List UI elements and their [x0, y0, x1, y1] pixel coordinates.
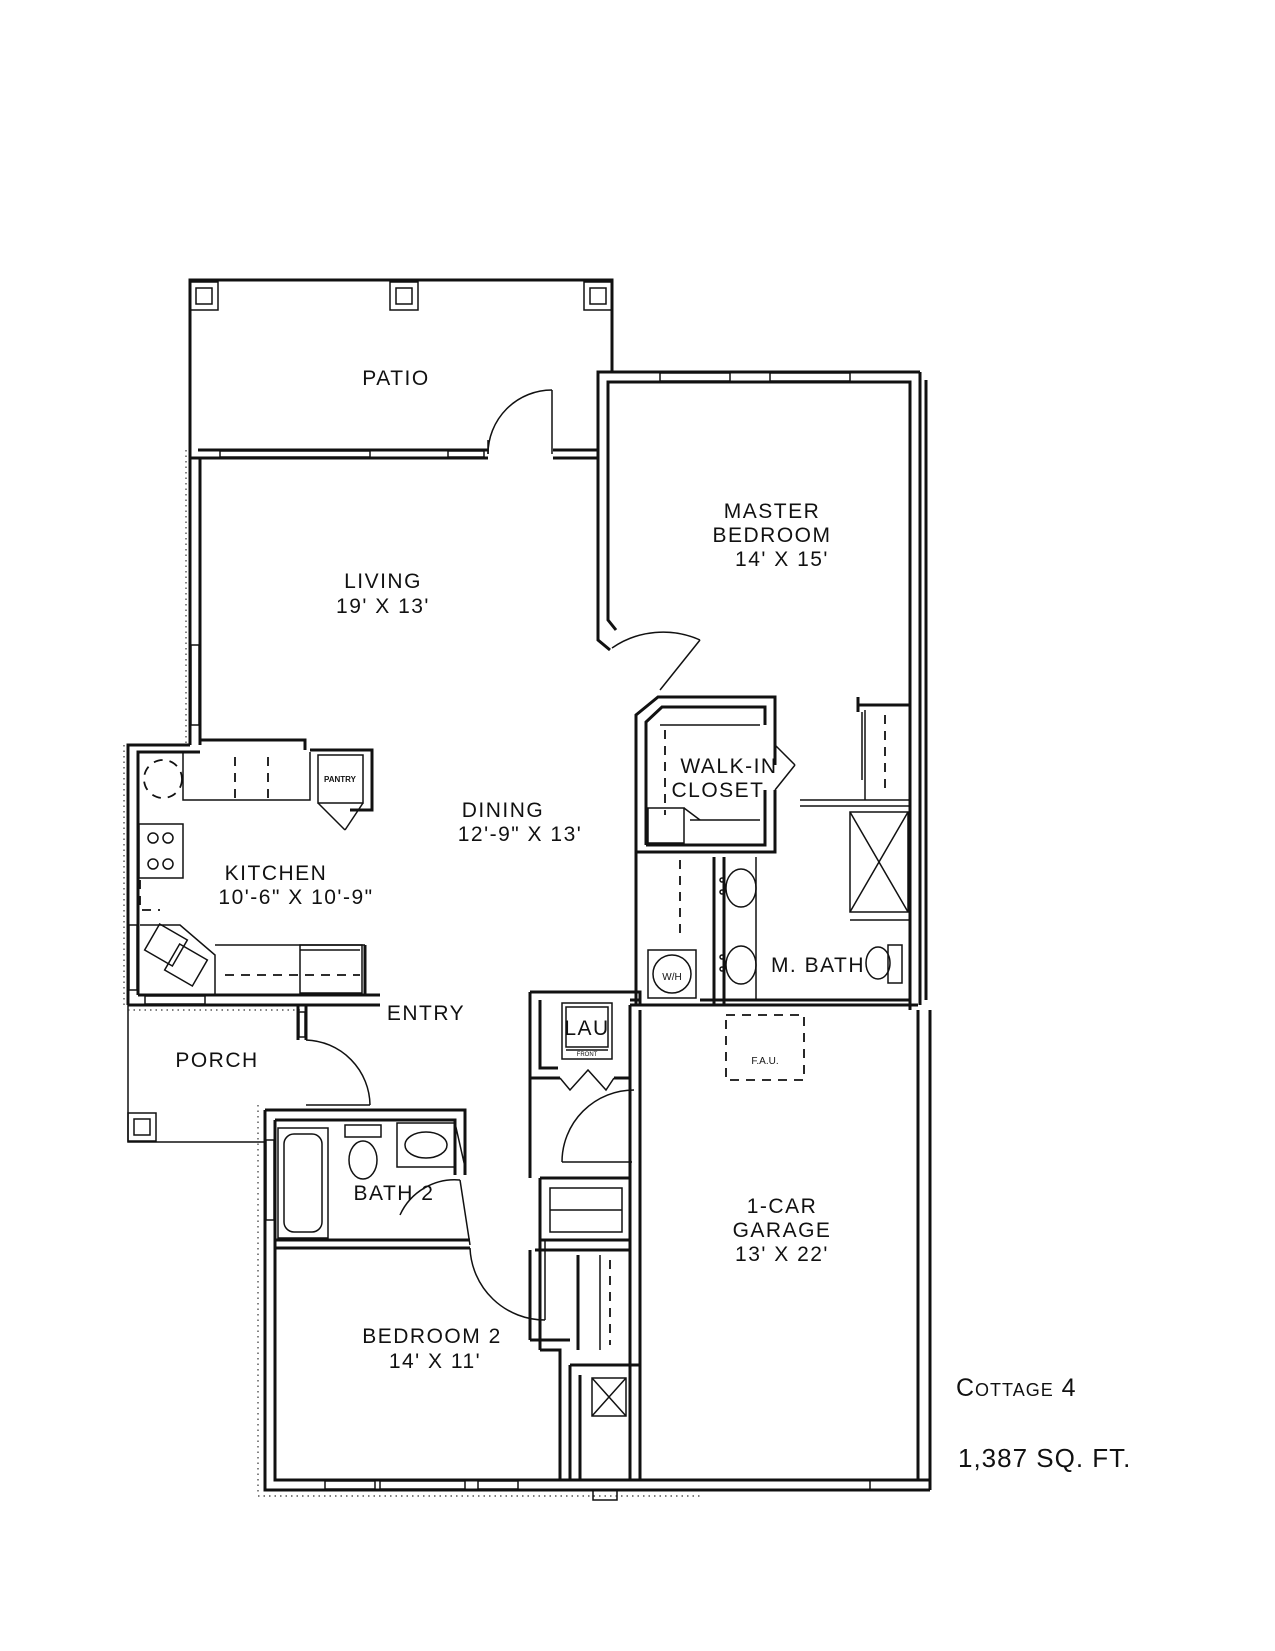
utility-closets	[528, 852, 700, 1092]
bath-2-fixtures	[265, 1108, 471, 1250]
master-bath-label: M. BATH	[771, 954, 865, 977]
bath-2-label: BATH 2	[354, 1182, 435, 1205]
patio-area	[188, 278, 614, 450]
dining-size: 12'-9" X 13'	[458, 823, 583, 846]
exterior-walls	[123, 370, 932, 1501]
bedroom-2-label: BEDROOM 2	[362, 1325, 502, 1348]
patio-label: PATIO	[362, 367, 429, 390]
garage-size: 13' X 22'	[735, 1243, 829, 1266]
plan-title: Cottage 4	[956, 1374, 1077, 1402]
garage-walls	[535, 1003, 918, 1480]
laundry-label: LAU	[564, 1017, 609, 1040]
kitchen-label: KITCHEN	[225, 862, 328, 885]
master-bedroom-label-line1: MASTER	[724, 500, 821, 523]
fau-label: F.A.U.	[751, 1056, 778, 1067]
kitchen-fixtures	[138, 738, 374, 995]
master-bedroom-size: 14' X 15'	[735, 548, 829, 571]
master-bedroom-label-line2: BEDROOM	[712, 524, 831, 547]
entry-label: ENTRY	[387, 1002, 465, 1025]
bedroom-2-walls	[469, 1240, 570, 1480]
garage-label-line1: 1-CAR	[747, 1195, 818, 1218]
walk-in-closet-walls	[634, 695, 796, 940]
bedroom-2-size: 14' X 11'	[389, 1350, 481, 1373]
garage-label-line2: GARAGE	[733, 1219, 832, 1242]
plan-area: 1,387 SQ. FT.	[958, 1443, 1132, 1473]
hall-walls	[528, 1078, 542, 1250]
porch-label: PORCH	[175, 1049, 258, 1072]
walk-in-closet-label-line1: WALK-IN	[680, 755, 777, 778]
laundry-front-label: FRONT	[577, 1052, 598, 1058]
water-heater-label: W/H	[662, 972, 681, 983]
dining-label: DINING	[462, 799, 545, 822]
living-label: LIVING	[344, 570, 422, 593]
kitchen-size: 10'-6" X 10'-9"	[218, 886, 373, 909]
living-size: 19' X 13'	[336, 595, 430, 618]
pantry-label: PANTRY	[324, 775, 357, 784]
walk-in-closet-label-line2: CLOSET	[671, 779, 764, 802]
